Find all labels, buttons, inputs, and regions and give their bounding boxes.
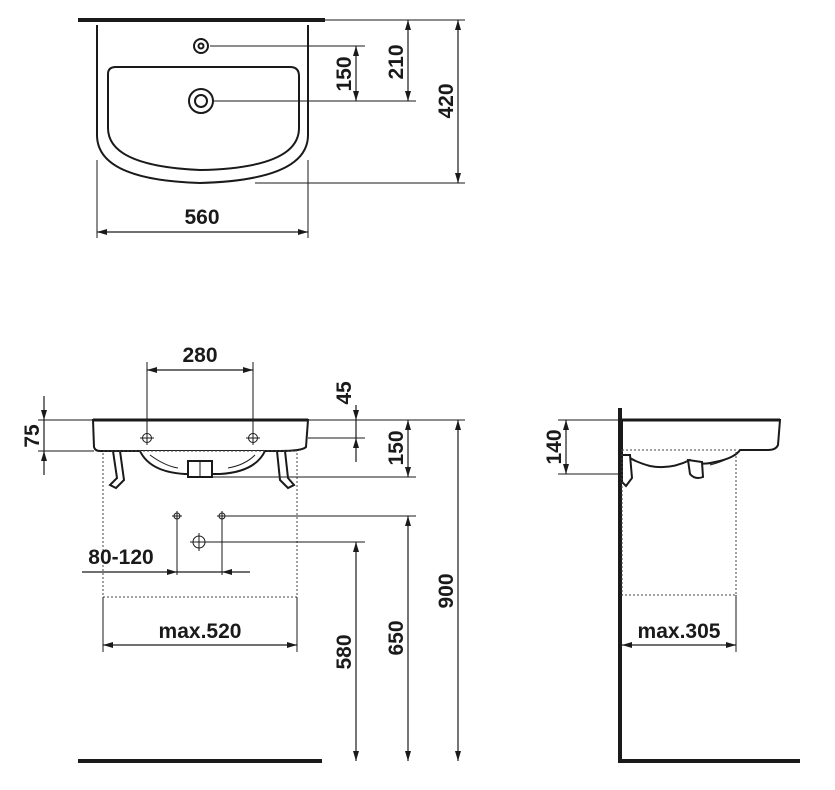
dim-max-vanity-width: max.520: [159, 620, 242, 643]
dim-outlet-spacing: 80-120: [88, 546, 153, 569]
supply-right-icon: [217, 511, 227, 521]
dim-waste-height: 580: [333, 634, 356, 669]
dim-rim-height: 900: [435, 573, 458, 608]
bracket-right: [275, 450, 296, 490]
bracket-left: [108, 450, 126, 490]
tap-hole-icon: [193, 38, 209, 54]
dim-drain-height: 150: [385, 430, 408, 465]
dim-tap-spacing: 280: [182, 344, 217, 367]
dim-max-vanity-depth: max.305: [638, 620, 721, 643]
dim-side-basin-height: 140: [543, 429, 566, 464]
top-view-bowl: [107, 66, 300, 172]
side-view-vanity-outline: [621, 449, 737, 596]
dim-basin-height: 75: [21, 424, 44, 448]
supply-left-icon: [172, 511, 182, 521]
dim-drain-offset: 150: [333, 56, 356, 91]
side-view-bracket: [621, 454, 634, 488]
top-view: 150 210 420 560: [78, 18, 465, 238]
dim-tap-hole-depth: 210: [385, 44, 408, 79]
front-view-basin: [91, 419, 310, 452]
side-view-trap: [686, 458, 705, 479]
dim-supply-height: 650: [385, 620, 408, 655]
side-view: 140 max.305: [543, 408, 800, 763]
drain-icon: [188, 88, 214, 114]
dim-rim-thickness: 45: [333, 381, 356, 405]
front-view: 280 75 45 150 80-120 max.520 580 650 900: [21, 344, 465, 763]
vanity-outline: [102, 450, 298, 598]
dim-basin-width: 560: [184, 206, 219, 229]
side-view-basin: [621, 419, 782, 469]
dim-basin-depth: 420: [435, 83, 458, 118]
